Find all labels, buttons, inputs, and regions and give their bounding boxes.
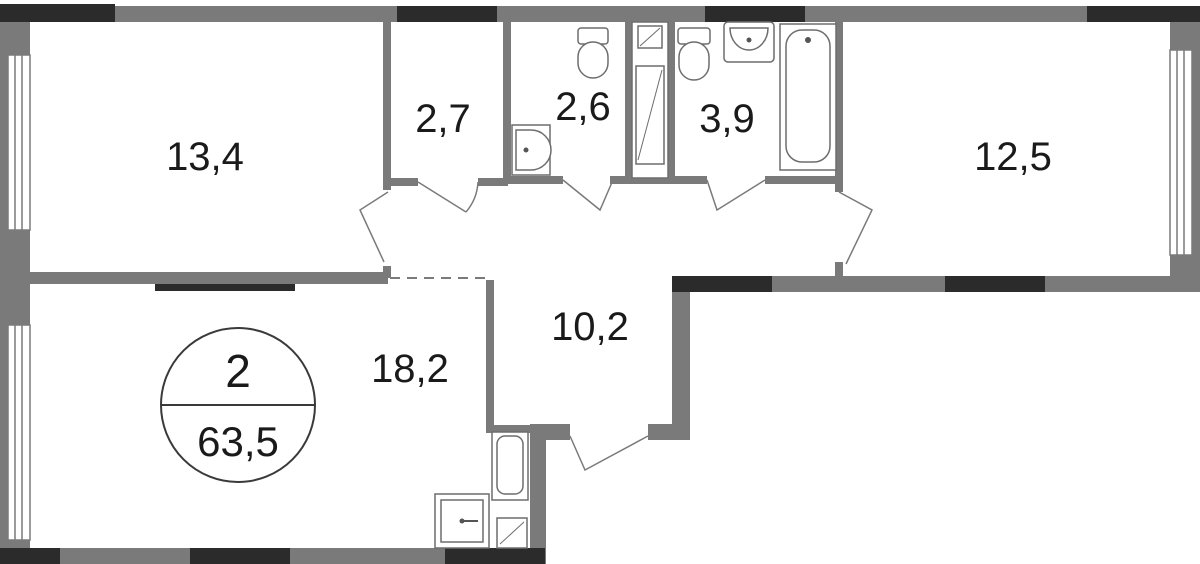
total-area: 63,5 (197, 418, 279, 465)
bathtub-icon (779, 23, 837, 171)
fixtures (434, 21, 837, 549)
interior-walls (30, 22, 843, 433)
shaft-icon (631, 21, 669, 179)
bathroom-toilet-icon (677, 27, 711, 81)
room-labels: 13,4 2,7 2,6 3,9 12,5 10,2 18,2 (166, 85, 1052, 391)
apartment-badge: 2 63,5 (160, 327, 316, 483)
area-bedroom-right: 12,5 (974, 135, 1052, 179)
kitchen-niche-icon (434, 431, 529, 549)
sink-icon (511, 124, 552, 176)
toilet-icon (577, 27, 609, 79)
area-closet: 2,7 (415, 97, 471, 141)
area-bathroom: 3,9 (699, 97, 755, 141)
area-hallway: 10,2 (551, 305, 629, 349)
area-wc: 2,6 (555, 85, 611, 129)
area-bedroom-left: 13,4 (166, 135, 244, 179)
doors (359, 179, 873, 472)
bathroom-sink-icon (723, 21, 775, 63)
area-kitchen-living: 18,2 (371, 347, 449, 391)
rooms-count: 2 (225, 345, 251, 397)
